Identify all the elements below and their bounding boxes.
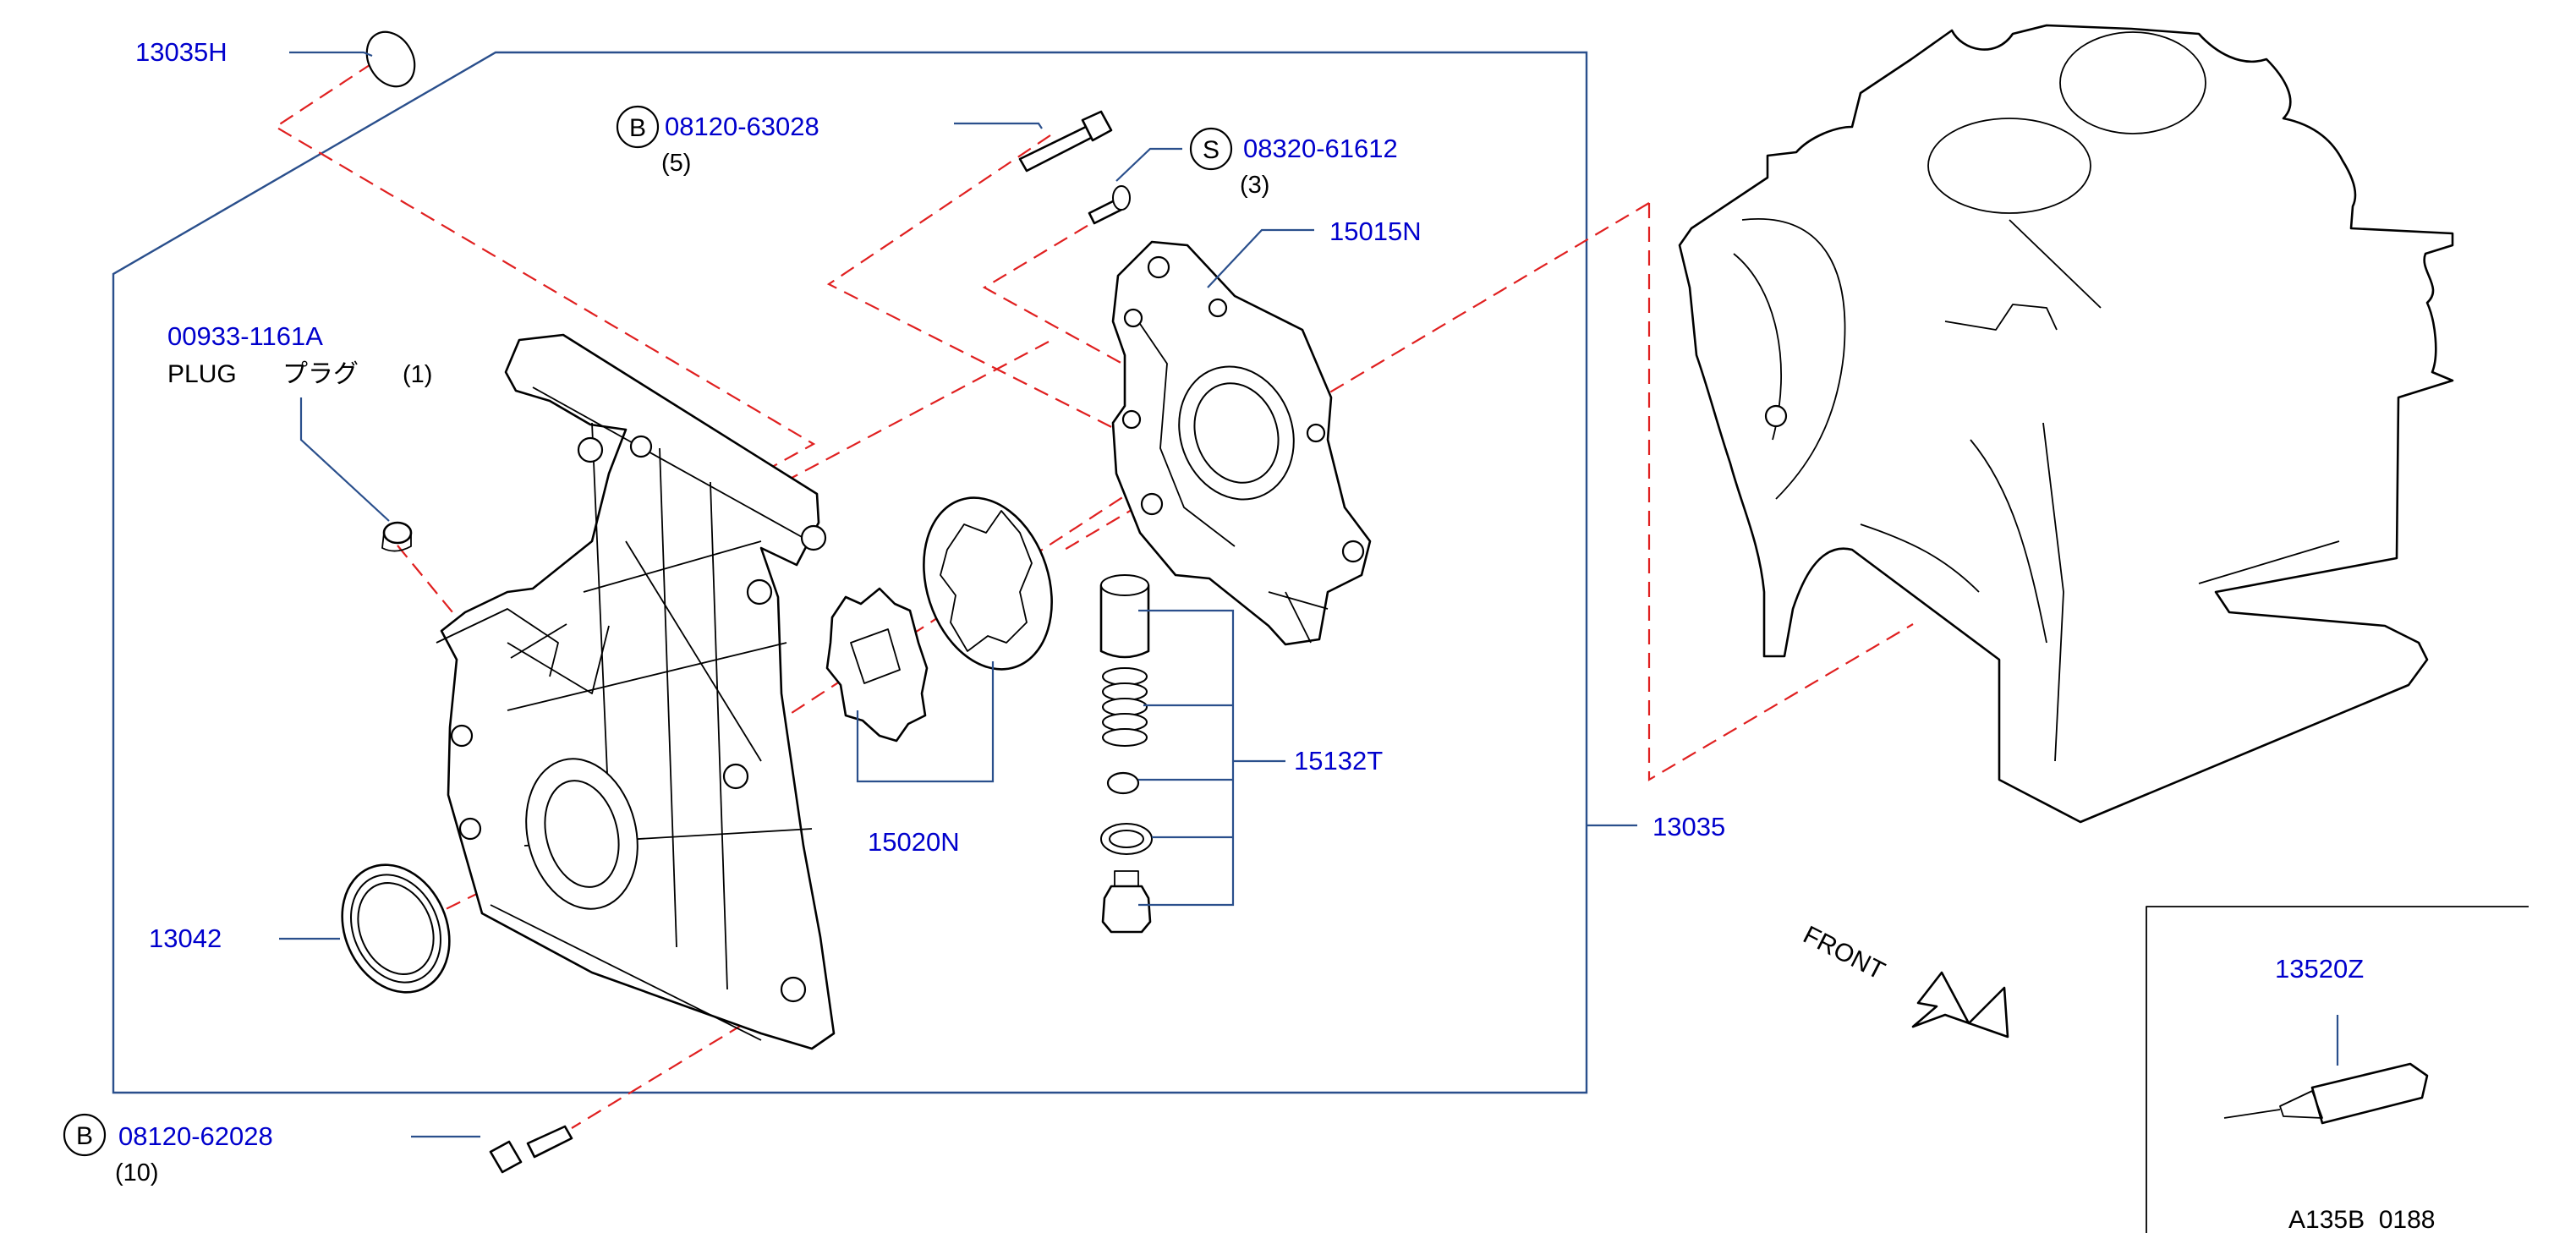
assembly-13035-frame	[112, 51, 1588, 1094]
callout-13520Z[interactable]: 13520Z	[2275, 954, 2364, 984]
sealant-tube	[2223, 1062, 2429, 1125]
cylinder-block-outline	[1678, 24, 2454, 824]
bolt-mark-s-circle: S	[1189, 127, 1233, 171]
leader-lines	[279, 51, 2339, 1138]
outer-rotor	[923, 496, 1053, 671]
bolt-mark-b-top-circle: B	[616, 105, 660, 149]
plug-00933-1161A	[381, 521, 413, 552]
callout-15015N[interactable]: 15015N	[1329, 216, 1422, 246]
callout-13035[interactable]: 13035	[1652, 812, 1725, 841]
bolt-08120-62028	[489, 1125, 573, 1174]
relief-valve-parts	[1099, 574, 1153, 934]
callout-08320-61612[interactable]: 08320-61612	[1243, 134, 1398, 163]
callout-08120-63028[interactable]: 08120-63028	[665, 112, 819, 141]
qty-08320-61612: (3)	[1240, 172, 1269, 199]
callout-00933-1161A[interactable]: 00933-1161A	[167, 321, 323, 351]
qty-08120-62028: (10)	[115, 1159, 159, 1186]
callout-15020N[interactable]: 15020N	[868, 827, 960, 857]
callout-13042[interactable]: 13042	[149, 923, 222, 953]
front-cover-body	[436, 333, 836, 1050]
plug-label-jp: プラグ	[282, 360, 359, 388]
oil-seal	[341, 863, 451, 994]
inset-frame-13520Z	[2146, 906, 2529, 1233]
bolt-08120-63028	[1018, 110, 1113, 173]
callout-13035H[interactable]: 13035H	[135, 37, 227, 67]
inner-rotor	[825, 587, 929, 743]
qty-08120-63028: (5)	[661, 150, 691, 177]
bolt-mark-b-bottom: B	[76, 1122, 93, 1150]
plug-label-en: PLUG	[167, 360, 237, 388]
bolt-mark-s: S	[1203, 136, 1219, 164]
cap-13035H	[365, 30, 416, 88]
front-arrow-icon	[1911, 971, 2009, 1039]
front-direction-label: FRONT	[1799, 921, 1889, 985]
bolt-mark-b-bottom-circle: B	[63, 1113, 107, 1157]
callout-08120-62028[interactable]: 08120-62028	[118, 1121, 273, 1151]
oil-pump-housing	[1111, 240, 1372, 646]
diagram-code: A135B 0188	[2288, 1206, 2435, 1234]
callout-15132T[interactable]: 15132T	[1294, 746, 1383, 775]
relief-spring	[1102, 667, 1148, 747]
bolt-mark-b-top: B	[629, 114, 646, 142]
qty-plug: (1)	[403, 361, 432, 388]
bolt-08320-61612	[1088, 185, 1131, 225]
